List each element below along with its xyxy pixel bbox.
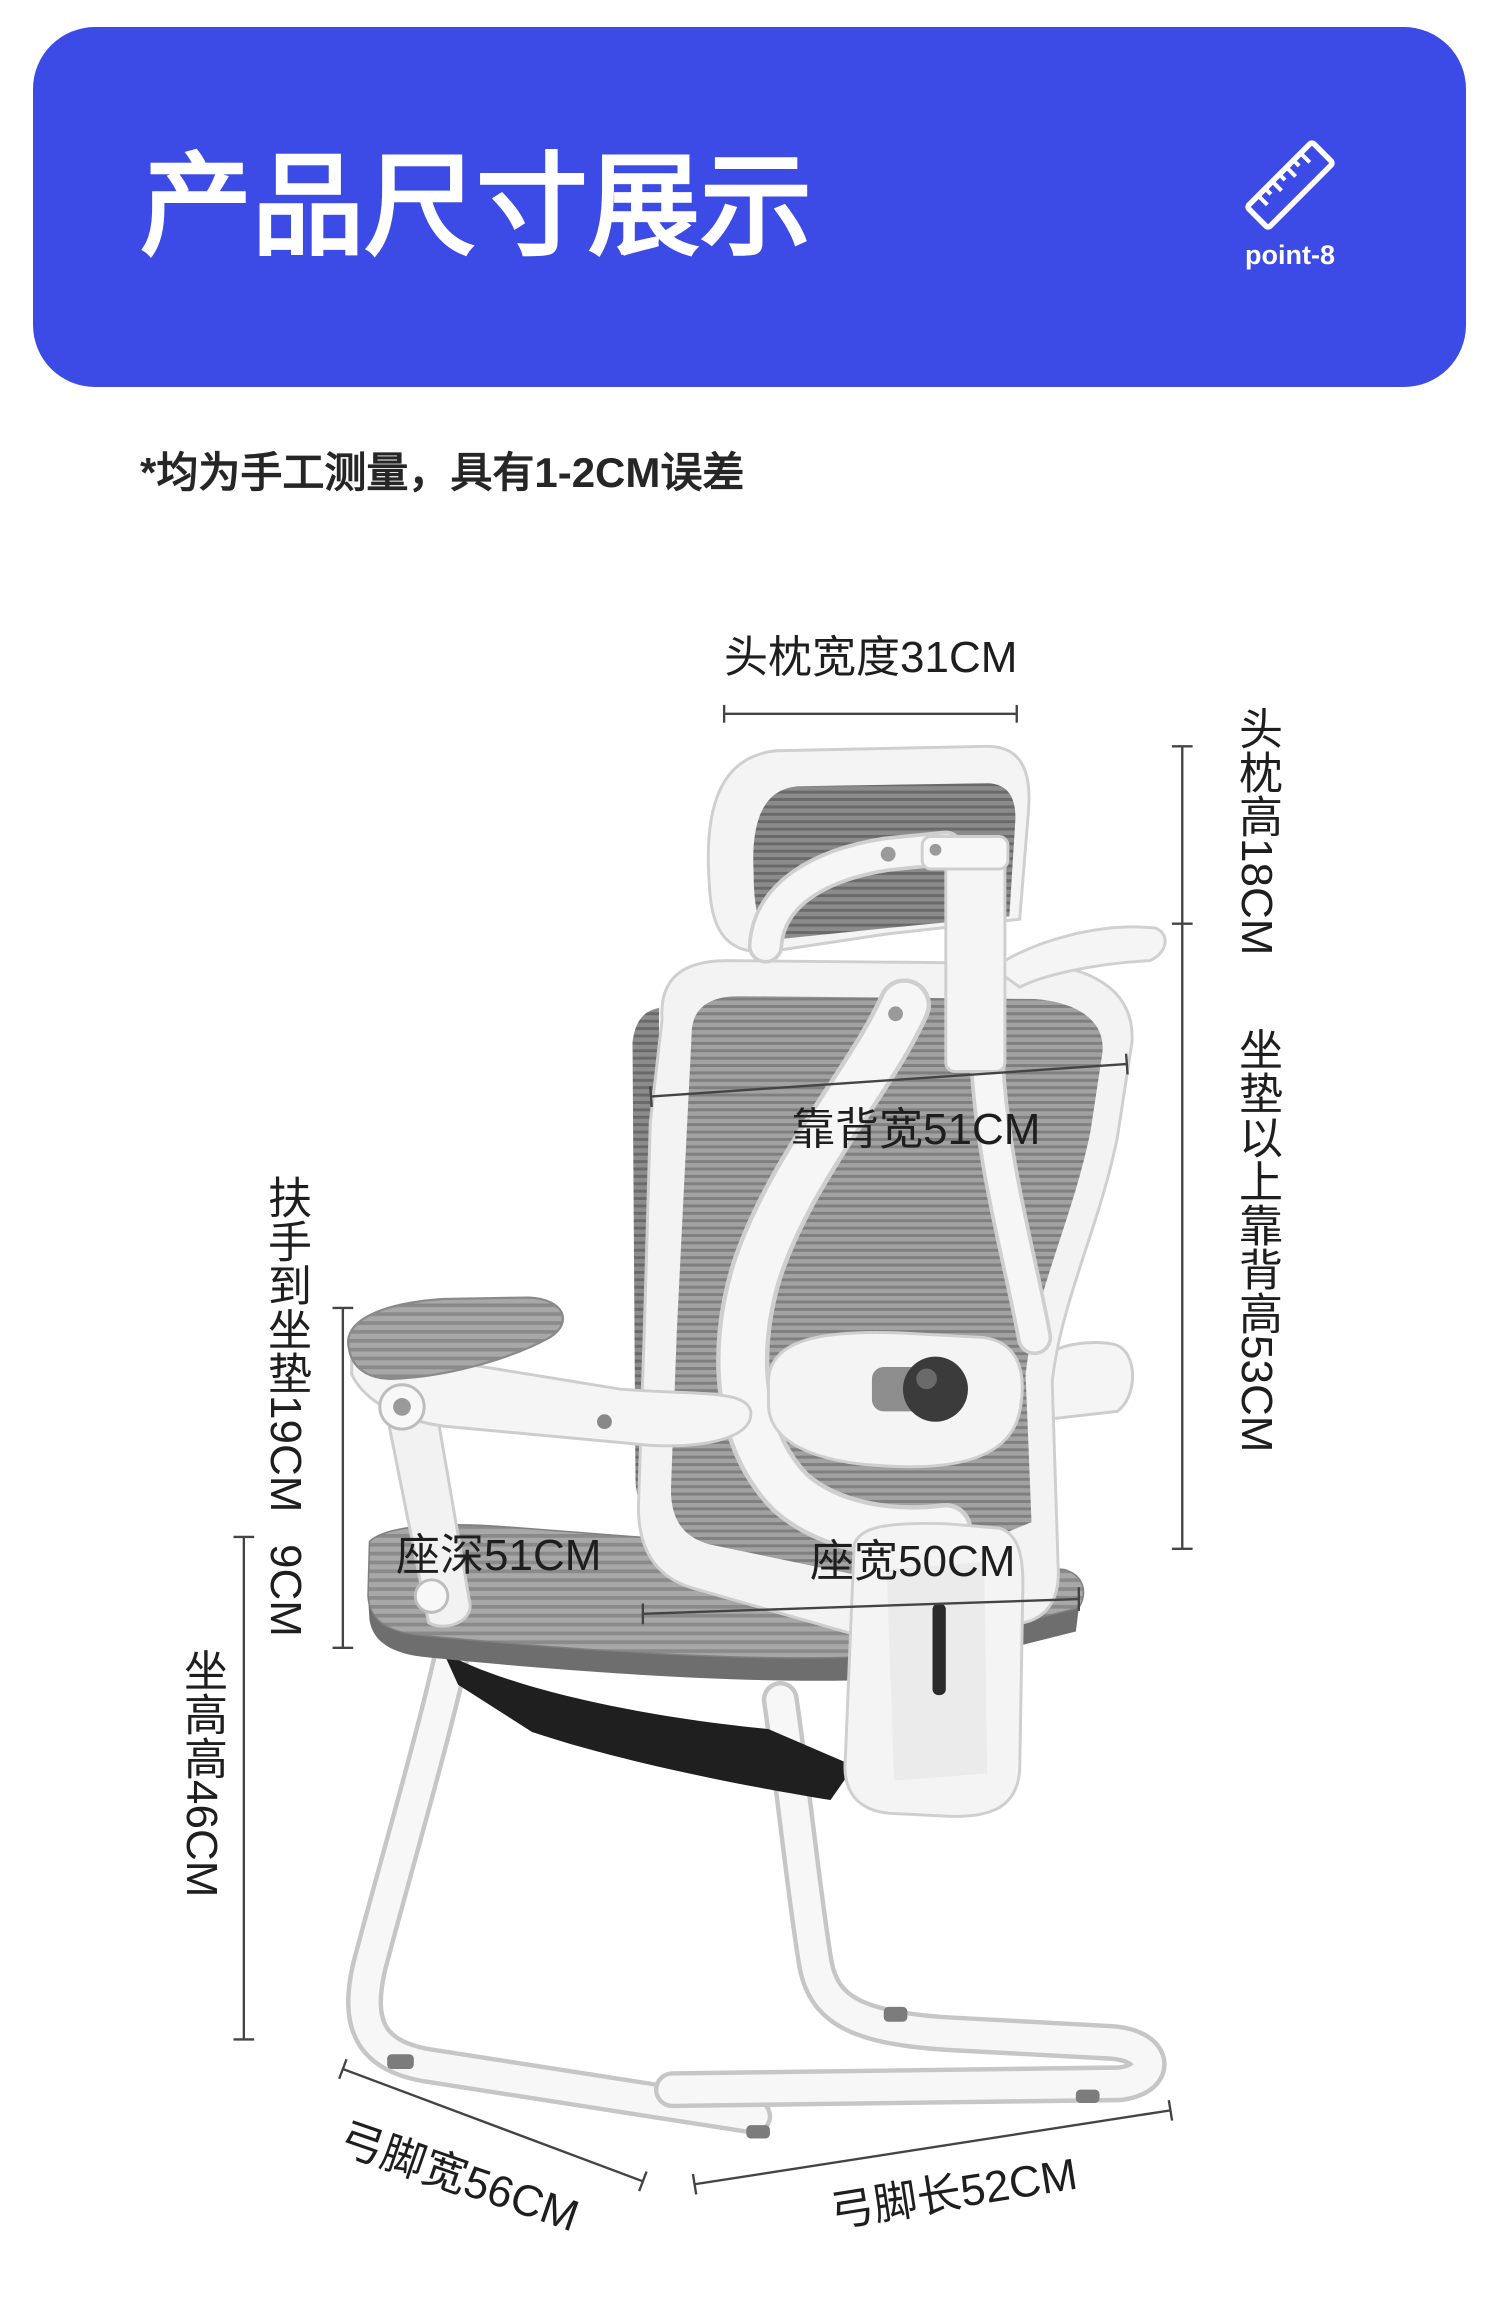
label-seat-height: 坐高高46CM xyxy=(177,1648,226,1898)
chair-headrest-post xyxy=(880,834,1010,1073)
label-seat-width: 座宽50CM xyxy=(810,1537,1016,1586)
label-seat-depth: 座深51CM xyxy=(396,1531,602,1580)
dimension-line-headrest-width xyxy=(722,704,1018,723)
chair-spine-support xyxy=(716,978,1053,1559)
chair-armrest-right xyxy=(1047,1341,1135,1421)
dimension-line-back-height xyxy=(1171,745,1193,1550)
dimension-line-base-length xyxy=(691,2099,1174,2195)
label-headrest-height: 头枕高18CM xyxy=(1232,706,1281,956)
backrest-wing xyxy=(990,925,1167,989)
dimension-lines xyxy=(233,704,1193,2195)
chair-mechanism xyxy=(443,1652,855,1801)
dimension-line-backrest-width xyxy=(649,1053,1129,1107)
lumbar-knob xyxy=(902,1356,968,1422)
page-title: 产品尺寸展示 xyxy=(140,144,812,269)
armrest-pad xyxy=(347,1296,565,1380)
badge-label: point-8 xyxy=(1245,240,1335,270)
chair-lumbar-support xyxy=(766,1330,1024,1469)
label-backrest-height: 坐垫以上靠背高53CM xyxy=(1232,1027,1281,1453)
chair-armrest-left xyxy=(347,1296,753,1628)
dimension-line-seat-height xyxy=(233,1535,255,2041)
label-headrest-width: 头枕宽度31CM xyxy=(724,633,1018,682)
dimension-line-base-width xyxy=(338,2058,648,2192)
chair-seat-bracket xyxy=(843,1521,1025,1818)
label-backrest-width: 靠背宽51CM xyxy=(791,1105,1041,1154)
chair-sled-base xyxy=(346,1639,1167,2135)
ruler-shape xyxy=(1245,140,1335,230)
dimension-line-seat-width xyxy=(641,1587,1080,1625)
chair-headrest-bracket xyxy=(747,830,964,964)
dimension-line-armrest xyxy=(332,1306,354,1649)
chair-feet xyxy=(387,2006,1100,2139)
header-banner: 产品尺寸展示 point-8 xyxy=(33,27,1466,387)
label-cushion-segment: 9CM xyxy=(261,1544,310,1637)
label-armrest-to-seat: 扶手到坐垫19CM xyxy=(261,1175,310,1513)
ruler-icon xyxy=(1245,140,1335,230)
measurement-note: *均为手工测量，具有1-2CM误差 xyxy=(140,449,745,496)
